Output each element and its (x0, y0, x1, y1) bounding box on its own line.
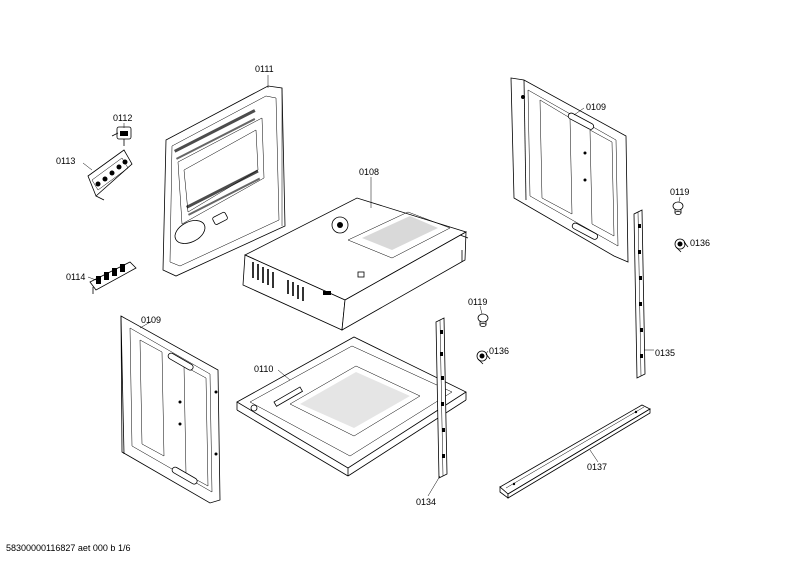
label-0112: 0112 (113, 113, 132, 123)
label-0113: 0113 (56, 156, 75, 166)
part-0136-bushing-mid (476, 350, 491, 365)
label-0109-bottom: 0109 (141, 315, 161, 325)
label-0137: 0137 (587, 462, 607, 472)
leader-lines (82, 75, 687, 497)
part-0109-side-panel-left (120, 315, 221, 504)
label-0135: 0135 (655, 348, 675, 358)
part-0119-fitting-right (672, 201, 684, 215)
part-0137-front-rail (499, 404, 651, 499)
document-footer: 58300000116827 aet 000 b 1/6 (6, 543, 130, 553)
part-0114-terminal-strip (89, 261, 137, 294)
label-0134: 0134 (416, 497, 436, 507)
part-0109-side-panel-right (510, 77, 629, 263)
part-0113-connector-block (87, 149, 133, 201)
label-0119-right: 0119 (670, 187, 689, 197)
part-0119-fitting-mid (477, 313, 489, 327)
part-0136-bushing-right (674, 238, 689, 253)
part-0111-rear-panel (162, 85, 286, 277)
part-0110-bottom-tray (236, 336, 467, 477)
part-0108-top-housing (242, 197, 469, 331)
part-0134-side-rail (435, 317, 448, 479)
label-0136-mid: 0136 (489, 346, 509, 356)
label-0110: 0110 (254, 364, 273, 374)
label-0108: 0108 (359, 167, 379, 177)
part-labels: 0111 0112 0113 0114 0108 0109 0109 0119 … (56, 64, 710, 507)
part-0112-lamp-holder (111, 126, 132, 146)
label-0119-mid: 0119 (468, 297, 487, 307)
label-0111: 0111 (255, 64, 274, 74)
label-0136-right: 0136 (690, 238, 710, 248)
label-0109-top: 0109 (586, 102, 606, 112)
label-0114: 0114 (66, 272, 85, 282)
part-0135-side-rail (633, 209, 646, 379)
